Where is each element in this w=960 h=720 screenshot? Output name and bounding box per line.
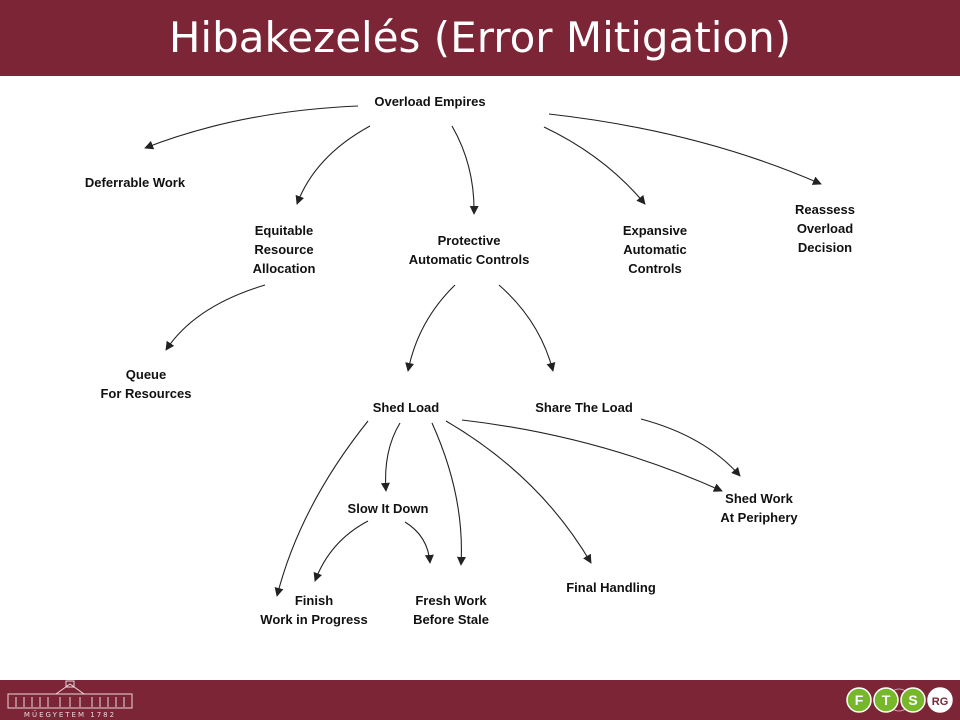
edge-overload-empires-to-deferrable-work [144,105,359,150]
edge-slow-it-down-to-fresh-work-before-stale [404,521,434,564]
node-final-handling: Final Handling [566,580,656,595]
edge-overload-empires-to-protective-automatic-controls [451,125,479,215]
node-label: Queue [126,367,166,382]
edge-layer [144,105,822,597]
node-label: At Periphery [720,510,798,525]
node-label: Before Stale [413,612,489,627]
ftsrg-letter-t: T [882,692,891,708]
node-label: Controls [628,261,681,276]
edge-shed-load-to-fresh-work-before-stale [431,422,466,566]
node-label: Final Handling [566,580,656,595]
ftsrg-letter-rg: RG [932,696,949,708]
node-label: Work in Progress [260,612,367,627]
edge-overload-empires-to-reassess-overload-decision [548,113,822,185]
node-label: Shed Work [725,491,793,506]
slide-title: Hibakezelés (Error Mitigation) [168,13,792,62]
edge-share-the-load-to-shed-work-at-periphery [640,418,741,477]
node-label: Reassess [795,202,855,217]
node-label: Equitable [255,223,314,238]
node-share-the-load: Share The Load [535,400,633,415]
node-label: Resource [254,242,313,257]
node-label: Allocation [253,261,316,276]
node-label: Slow It Down [348,501,429,516]
university-building-logo: MŰEGYETEM 1782 [4,680,136,720]
node-overload-empires: Overload Empires [374,94,485,109]
university-motto: MŰEGYETEM 1782 [23,711,117,719]
edge-protective-automatic-controls-to-shed-load [405,284,456,372]
ftsrg-ring [846,687,953,713]
footer-bar: MŰEGYETEM 1782 F T S RG [0,680,960,720]
node-shed-load: Shed Load [373,400,440,415]
edge-shed-load-to-finish-work-in-progress [274,420,369,597]
title-bar: Hibakezelés (Error Mitigation) [0,0,960,76]
edge-shed-load-to-slow-it-down [380,422,401,492]
node-label: Fresh Work [415,593,487,608]
node-label: Finish [295,593,333,608]
node-label: For Resources [100,386,191,401]
node-label: Automatic [623,242,687,257]
ftsrg-letter-s: S [908,692,917,708]
node-deferrable-work: Deferrable Work [85,175,186,190]
node-slow-it-down: Slow It Down [348,501,429,516]
edge-equitable-resource-allocation-to-queue-for-resources [165,284,266,351]
node-label: Overload Empires [374,94,485,109]
node-label: Decision [798,240,852,255]
ftsrg-letter-f: F [855,692,864,708]
node-label: Protective [438,233,501,248]
edge-slow-it-down-to-finish-work-in-progress [313,520,369,582]
edge-shed-load-to-final-handling [445,420,592,564]
node-label: Share The Load [535,400,633,415]
node-label: Automatic Controls [409,252,530,267]
node-shed-work-at-periphery: Shed Work At Periphery [720,491,798,525]
edge-protective-automatic-controls-to-share-the-load [498,284,556,372]
node-label: Overload [797,221,853,236]
node-label: Expansive [623,223,687,238]
edge-overload-empires-to-expansive-automatic-controls [543,126,646,205]
edge-shed-load-to-shed-work-at-periphery [461,419,723,492]
node-label: Shed Load [373,400,440,415]
node-label: Deferrable Work [85,175,186,190]
edge-overload-empires-to-equitable-resource-allocation [295,125,371,205]
ftsrg-logo: F T S RG [846,687,953,713]
